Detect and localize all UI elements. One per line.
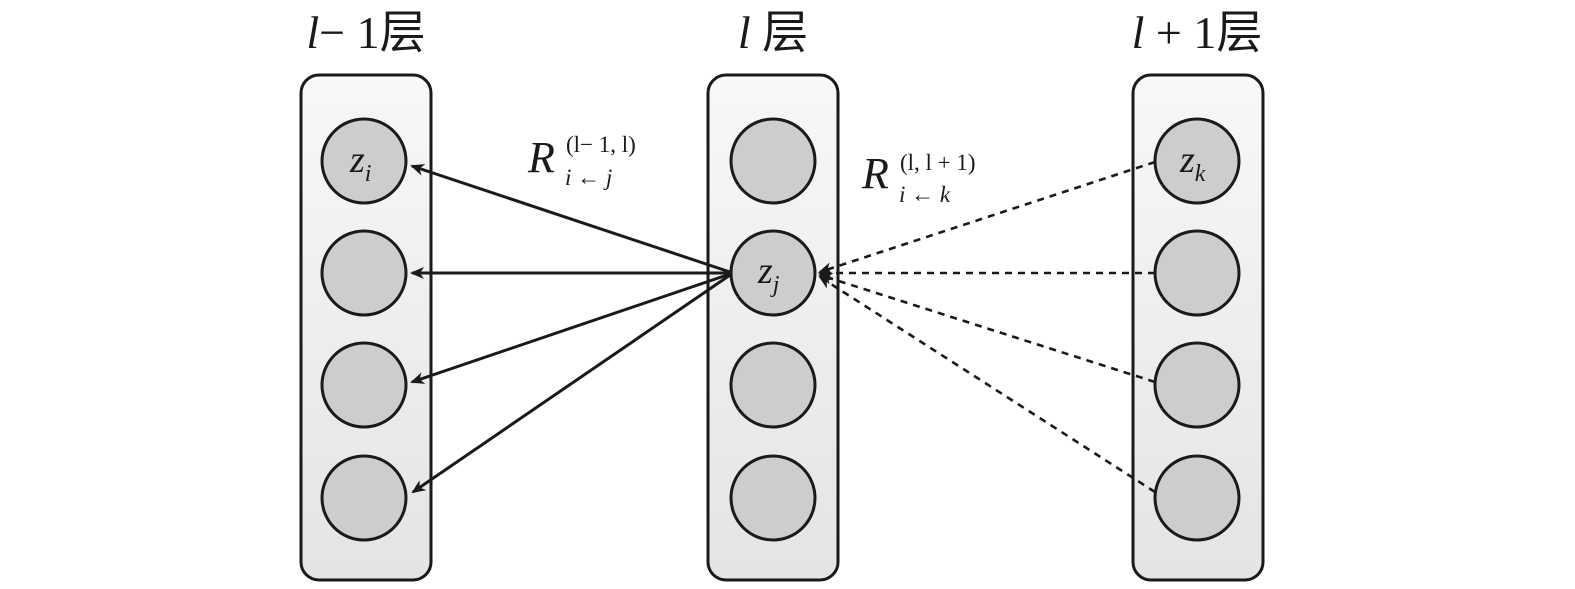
relevance-label-i-from-k: R (l, l + 1) i ← k bbox=[861, 149, 976, 207]
layer-box-l-plus-1 bbox=[1131, 73, 1265, 582]
neuron-l-plus-1-2 bbox=[1153, 229, 1241, 317]
svg-text:R: R bbox=[527, 133, 555, 182]
layer-title-l: l 层 bbox=[738, 7, 808, 58]
relevance-edge-j-to-i1 bbox=[410, 164, 734, 275]
layer-title-l-plus-1: l + 1层 bbox=[1132, 7, 1263, 58]
neuron-l-minus-1-2 bbox=[320, 229, 408, 317]
svg-text:R: R bbox=[861, 149, 889, 198]
layer-title-l-minus-1: l− 1层 bbox=[306, 7, 425, 58]
svg-text:i ← k: i ← k bbox=[899, 182, 951, 207]
layer-box-l bbox=[706, 73, 840, 582]
relevance-edge-j-to-i4 bbox=[411, 271, 734, 494]
neuron-l-plus-1-1 bbox=[1153, 117, 1241, 205]
node-label-zj: zj bbox=[757, 250, 780, 298]
neuron-l-minus-1-3 bbox=[320, 341, 408, 429]
neuron-l-plus-1-4 bbox=[1153, 454, 1241, 542]
relevance-edge-k4-to-j bbox=[818, 275, 1156, 494]
neuron-l-4 bbox=[729, 454, 817, 542]
node-label-zk: zk bbox=[1179, 139, 1206, 187]
neuron-l-minus-1-4 bbox=[320, 454, 408, 542]
relevance-edge-j-to-i3 bbox=[410, 271, 734, 384]
neuron-l-plus-1-3 bbox=[1153, 341, 1241, 429]
node-label-zi: zi bbox=[349, 139, 371, 187]
svg-text:i ← j: i ← j bbox=[565, 165, 612, 190]
relevance-edge-k3-to-j bbox=[818, 272, 1156, 384]
relevance-edge-k1-to-j bbox=[818, 160, 1156, 274]
svg-text:(l− 1, l): (l− 1, l) bbox=[566, 132, 636, 157]
neuron-l-2 bbox=[729, 229, 817, 317]
neuron-l-minus-1-1 bbox=[320, 117, 408, 205]
svg-text:(l, l + 1): (l, l + 1) bbox=[900, 150, 976, 175]
neuron-l-3 bbox=[729, 341, 817, 429]
layer-box-l-minus-1 bbox=[299, 73, 433, 582]
relevance-label-i-from-j: R (l− 1, l) i ← j bbox=[527, 132, 636, 190]
neuron-l-1 bbox=[729, 117, 817, 205]
